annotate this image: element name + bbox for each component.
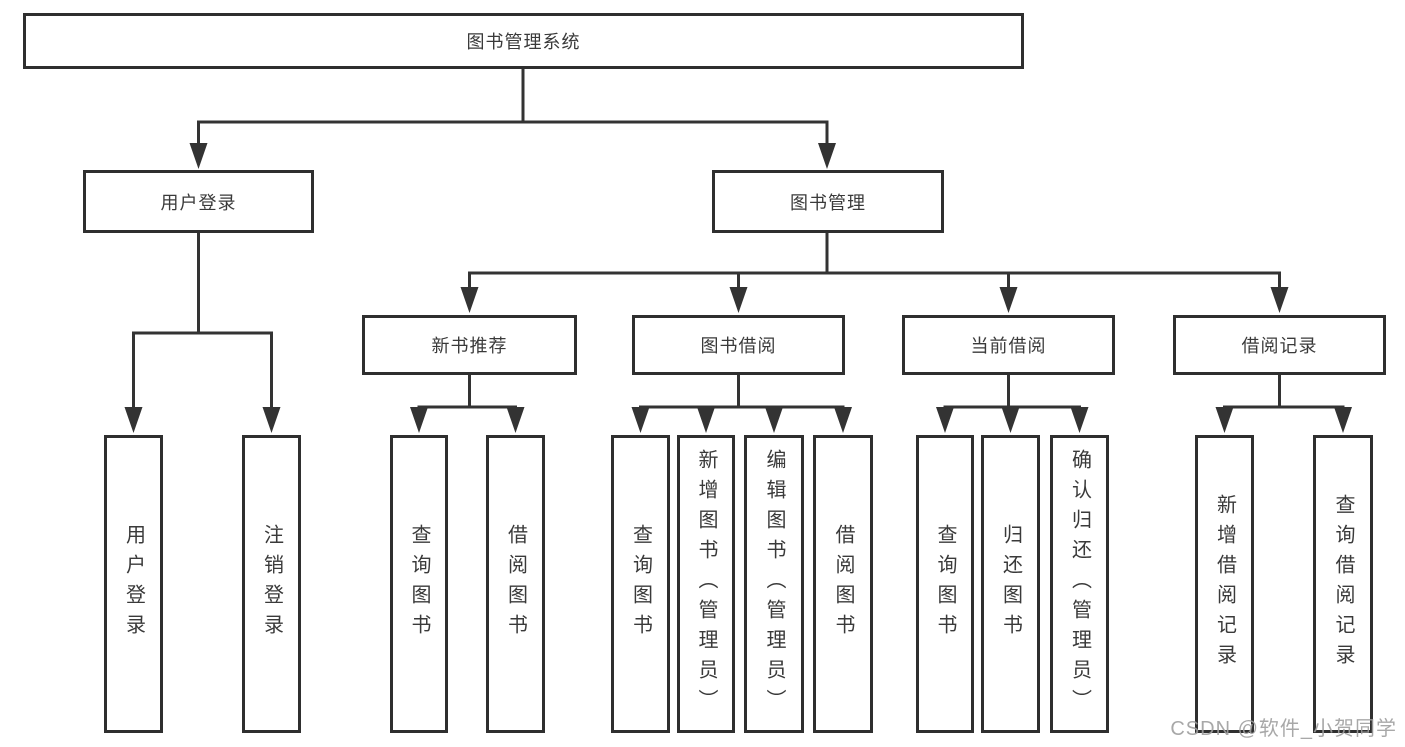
leaf-query-books-recommend: 查询图书 — [390, 435, 448, 733]
node-library-management-system: 图书管理系统 — [23, 13, 1024, 69]
leaf-label: 查询借阅记录 — [1332, 494, 1354, 674]
node-new-book-recommend: 新书推荐 — [362, 315, 577, 375]
leaf-query-books-current: 查询图书 — [916, 435, 974, 733]
node-user-login: 用户登录 — [83, 170, 314, 233]
leaf-label: 确认归还（管理员） — [1068, 449, 1091, 719]
leaf-borrow-books: 借阅图书 — [813, 435, 873, 733]
leaf-label: 归还图书 — [999, 524, 1022, 644]
node-label: 借阅记录 — [1241, 336, 1318, 356]
node-book-borrowing: 图书借阅 — [632, 315, 845, 375]
leaf-label: 借阅图书 — [832, 524, 854, 644]
node-book-management: 图书管理 — [712, 170, 944, 233]
leaf-add-books-admin: 新增图书（管理员） — [677, 435, 735, 733]
leaf-label: 查询图书 — [934, 524, 956, 644]
leaf-borrow-books-recommend: 借阅图书 — [486, 435, 545, 733]
leaf-edit-books-admin: 编辑图书（管理员） — [744, 435, 804, 733]
leaf-label: 用户登录 — [122, 524, 145, 644]
node-label: 图书管理系统 — [466, 32, 581, 52]
leaf-logout: 注销登录 — [242, 435, 301, 733]
leaf-label: 编辑图书（管理员） — [763, 449, 785, 719]
leaf-query-books-borrowing: 查询图书 — [611, 435, 670, 733]
node-current-borrowing: 当前借阅 — [902, 315, 1115, 375]
node-label: 用户登录 — [160, 192, 237, 213]
leaf-label: 注销登录 — [260, 524, 283, 644]
arrowheads — [124, 143, 1352, 433]
leaf-label: 查询图书 — [408, 524, 430, 644]
leaf-label: 借阅图书 — [504, 524, 527, 644]
leaf-label: 新增图书（管理员） — [695, 449, 717, 719]
leaf-query-borrow-record: 查询借阅记录 — [1313, 435, 1373, 733]
node-label: 图书借阅 — [700, 336, 777, 356]
leaf-label: 查询图书 — [629, 524, 652, 644]
leaf-confirm-return-admin: 确认归还（管理员） — [1050, 435, 1109, 733]
csdn-watermark: CSDN @软件_小贺同学 — [1170, 718, 1397, 740]
leaf-return-books: 归还图书 — [981, 435, 1040, 733]
node-label: 新书推荐 — [431, 336, 508, 356]
node-label: 当前借阅 — [970, 336, 1047, 356]
leaf-label: 新增借阅记录 — [1213, 494, 1236, 674]
leaf-user-login: 用户登录 — [104, 435, 163, 733]
node-label: 图书管理 — [790, 192, 866, 213]
leaf-add-borrow-record: 新增借阅记录 — [1195, 435, 1254, 733]
node-borrowing-records: 借阅记录 — [1173, 315, 1386, 375]
